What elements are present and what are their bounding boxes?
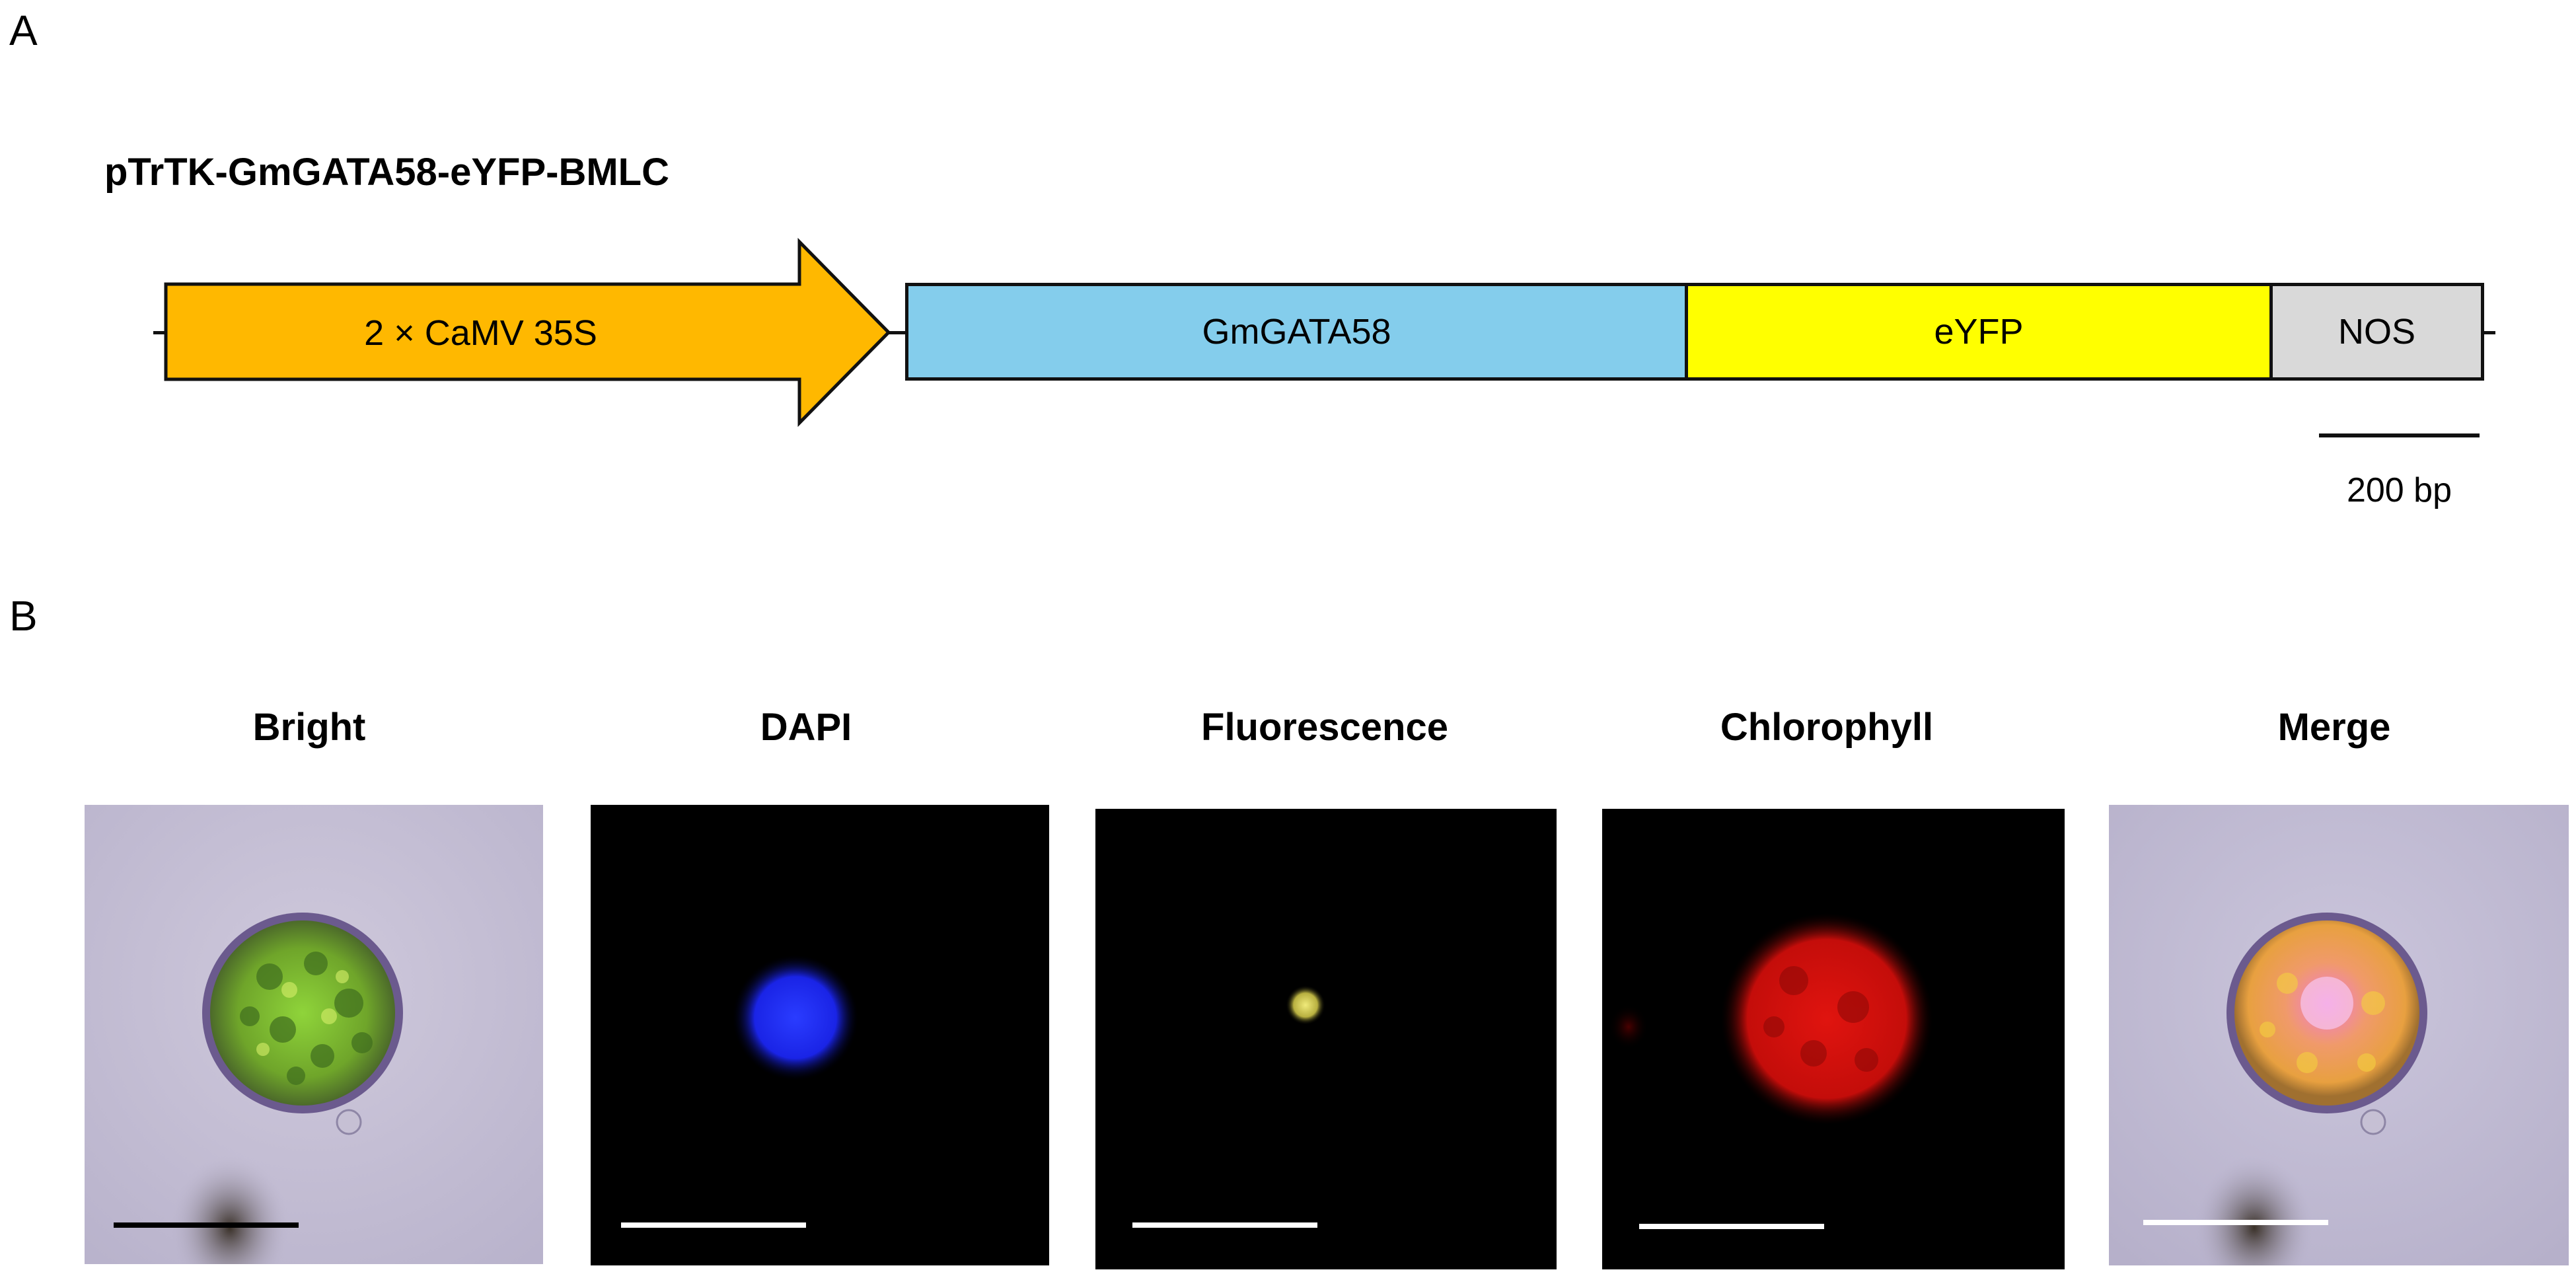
chlorophyll-scale-bar: [1639, 1224, 1824, 1229]
image-title-dapi: DAPI: [760, 706, 852, 749]
scale-bar: [2319, 433, 2480, 437]
dapi-image: [591, 805, 1049, 1265]
image-title-fluorescence: Fluorescence: [1201, 706, 1448, 749]
image-title-chlorophyll: Chlorophyll: [1720, 706, 1934, 749]
bright-scale-bar: [114, 1222, 299, 1228]
backbone-right-tick: [2481, 331, 2495, 334]
reporter-segment: eYFP: [1685, 283, 2273, 381]
terminator-segment: NOS: [2269, 283, 2484, 381]
reporter-label: eYFP: [1934, 312, 2024, 352]
construct-title: pTrTK-GmGATA58-eYFP-BMLC: [104, 151, 669, 194]
merge-image: [2109, 805, 2569, 1265]
promoter-arrow: [164, 238, 891, 428]
gene-label: GmGATA58: [1202, 312, 1391, 352]
fluorescence-scale-bar: [1132, 1222, 1317, 1228]
image-title-bright: Bright: [252, 706, 366, 749]
backbone-junction: [885, 331, 905, 334]
gene-segment: GmGATA58: [905, 283, 1688, 381]
dapi-scale-bar: [621, 1222, 806, 1228]
promoter-label: 2 × CaMV 35S: [364, 313, 597, 353]
scale-bar-label: 200 bp: [2346, 471, 2452, 509]
bright-image: [85, 805, 543, 1264]
chlorophyll-image: [1602, 809, 2065, 1269]
terminator-label: NOS: [2337, 312, 2416, 352]
panel-b-label: B: [9, 592, 38, 640]
panel-a-label: A: [9, 7, 38, 54]
image-title-merge: Merge: [2277, 706, 2391, 749]
fluorescence-image: [1095, 809, 1557, 1269]
merge-scale-bar: [2143, 1220, 2328, 1225]
